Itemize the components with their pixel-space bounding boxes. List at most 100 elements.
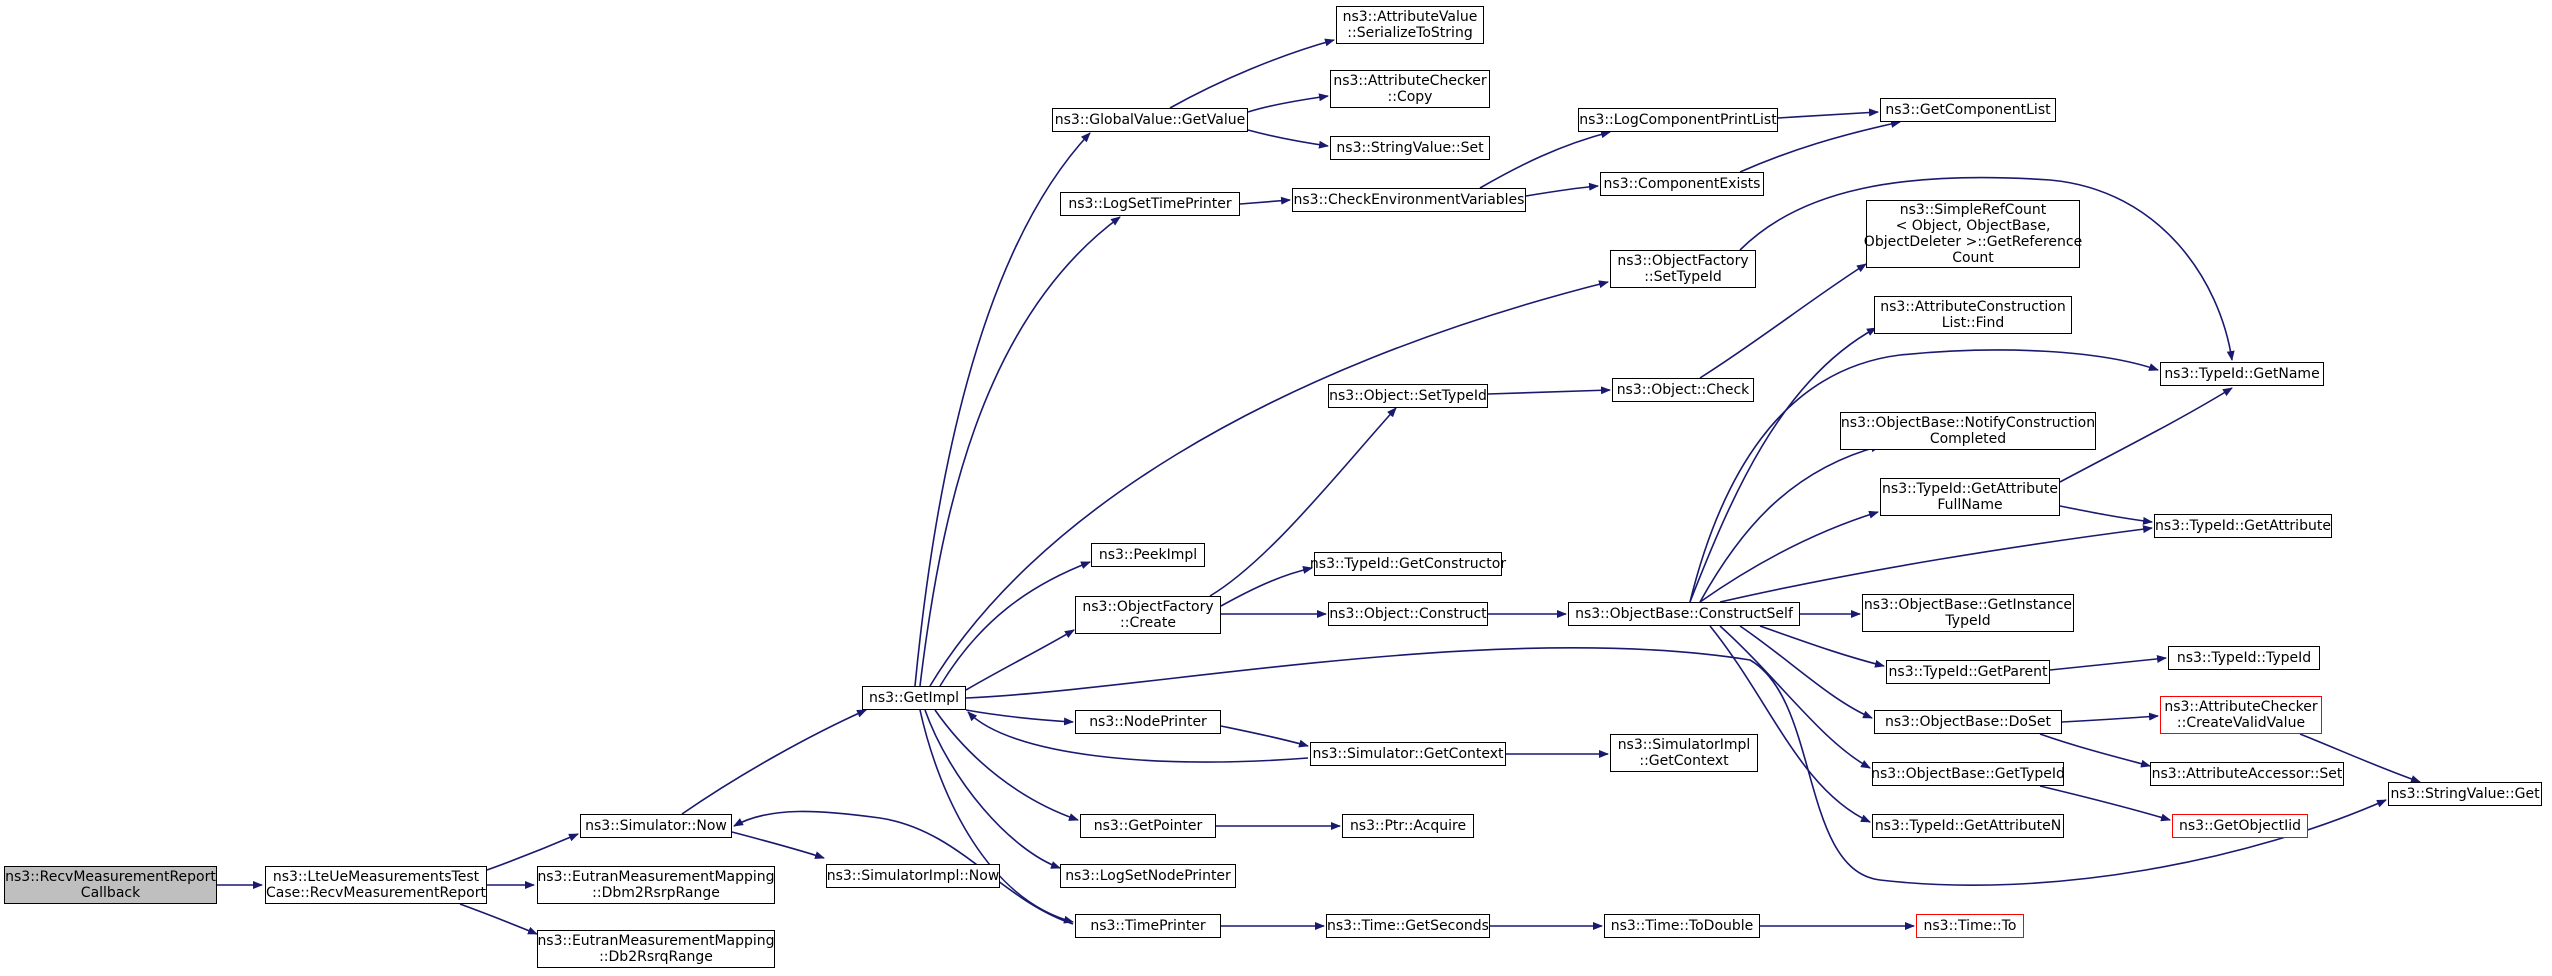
node-objBaseDoSet[interactable]: ns3::ObjectBase::DoSet [1874, 710, 2062, 734]
node-label-line: ns3::ObjectFactory [1617, 253, 1749, 269]
node-label-line: ns3::GlobalValue::GetValue [1054, 112, 1246, 128]
node-label-line: ::Copy [1387, 89, 1433, 105]
node-db2rsrq[interactable]: ns3::EutranMeasurementMapping::Db2RsrqRa… [537, 930, 775, 968]
edge-getImpl-to-globalGetValue [914, 132, 1091, 687]
node-typeIdGetParent[interactable]: ns3::TypeId::GetParent [1886, 660, 2050, 684]
node-timeToDouble[interactable]: ns3::Time::ToDouble [1604, 914, 1760, 938]
node-attrCheckerCreateValid[interactable]: ns3::AttributeChecker::CreateValidValue [2160, 696, 2322, 734]
node-label-line: ::Db2RsrqRange [599, 949, 713, 965]
edge-objBaseConstructSelf-to-objBaseDoSet [1739, 625, 1873, 719]
edge-getImpl-to-getPointer [934, 709, 1079, 821]
node-stringValueSet[interactable]: ns3::StringValue::Set [1330, 136, 1490, 160]
edge-checkEnvVars-to-componentExists [1525, 182, 1599, 197]
node-label-line: ns3::TypeId::GetAttributeN [1874, 818, 2062, 834]
node-getComponentList[interactable]: ns3::GetComponentList [1880, 98, 2056, 122]
node-simGetContext[interactable]: ns3::Simulator::GetContext [1310, 742, 1506, 766]
node-objFactoryCreate[interactable]: ns3::ObjectFactory::Create [1075, 596, 1221, 634]
node-label-line: ns3::LteUeMeasurementsTest [272, 869, 480, 885]
node-stringValueGet[interactable]: ns3::StringValue::Get [2388, 782, 2542, 806]
edge-getImpl-to-peekImpl [939, 561, 1091, 687]
edge-objSetTypeId-to-objCheck [1487, 386, 1611, 395]
node-objBaseConstructSelf[interactable]: ns3::ObjectBase::ConstructSelf [1568, 602, 1800, 626]
node-simImplGetContext[interactable]: ns3::SimulatorImpl::GetContext [1610, 734, 1758, 772]
edge-objCheck-to-simpleRefCount [1699, 263, 1867, 379]
node-label-line: ns3::ObjectBase::GetTypeId [1871, 766, 2065, 782]
edge-simNow-to-getImpl [681, 709, 867, 815]
edge-objBaseConstructSelf-to-attrConstructionFind [1689, 327, 1877, 603]
node-label-line: ns3::TypeId::GetParent [1888, 664, 2048, 680]
node-simImplNow[interactable]: ns3::SimulatorImpl::Now [826, 864, 1000, 888]
node-label-line: ::GetContext [1639, 753, 1729, 769]
node-typeIdGetName[interactable]: ns3::TypeId::GetName [2160, 362, 2324, 386]
node-objFactorySetTypeId[interactable]: ns3::ObjectFactory::SetTypeId [1610, 250, 1756, 288]
edge-getImpl-to-logSetNodePrinter [924, 709, 1061, 869]
node-ptrAcquire[interactable]: ns3::Ptr::Acquire [1342, 814, 1474, 838]
node-typeIdTypeId[interactable]: ns3::TypeId::TypeId [2168, 646, 2320, 670]
node-dbm2rsrp[interactable]: ns3::EutranMeasurementMapping::Dbm2RsrpR… [537, 866, 775, 904]
node-logSetNodePrinter[interactable]: ns3::LogSetNodePrinter [1060, 864, 1236, 888]
edge-lteRecv-to-simNow [486, 833, 579, 871]
node-typeIdGetAttributeN[interactable]: ns3::TypeId::GetAttributeN [1872, 814, 2064, 838]
node-label-line: ns3::Time::GetSeconds [1327, 918, 1489, 934]
node-typeIdGetAttribute[interactable]: ns3::TypeId::GetAttribute [2154, 514, 2332, 538]
node-logComponentPrintList[interactable]: ns3::LogComponentPrintList [1578, 108, 1778, 132]
node-peekImpl[interactable]: ns3::PeekImpl [1091, 543, 1205, 567]
node-label-line: ns3::ComponentExists [1603, 176, 1761, 192]
edge-checkEnvVars-to-logComponentPrintList [1479, 130, 1611, 189]
node-getObjectIid[interactable]: ns3::GetObjectIid [2172, 814, 2308, 838]
node-label-line: ns3::SimulatorImpl [1617, 737, 1751, 753]
node-attrValueSerialize[interactable]: ns3::AttributeValue::SerializeToString [1336, 6, 1484, 44]
node-timeTo[interactable]: ns3::Time::To [1916, 914, 2024, 938]
node-attrAccessorSet[interactable]: ns3::AttributeAccessor::Set [2150, 762, 2344, 786]
edge-attrCheckerCreateValid-to-stringValueGet [2299, 733, 2421, 783]
node-simNow[interactable]: ns3::Simulator::Now [580, 814, 732, 838]
node-label-line: ns3::Object::Construct [1329, 606, 1487, 622]
node-componentExists[interactable]: ns3::ComponentExists [1600, 172, 1764, 196]
node-label-line: < Object, ObjectBase, [1895, 218, 2051, 234]
node-timeGetSeconds[interactable]: ns3::Time::GetSeconds [1326, 914, 1490, 938]
node-label-line: TypeId [1945, 613, 1991, 629]
edge-getImpl-to-logSetTimePrinter [919, 216, 1121, 687]
node-label-line: ns3::AttributeChecker [1333, 73, 1487, 89]
node-getPointer[interactable]: ns3::GetPointer [1080, 814, 1216, 838]
node-label-line: ns3::ObjectBase::DoSet [1885, 714, 2051, 730]
node-nodePrinter[interactable]: ns3::NodePrinter [1075, 710, 1221, 734]
node-label-line: ns3::RecvMeasurementReport [5, 869, 216, 885]
node-label-line: ns3::ObjectFactory [1082, 599, 1214, 615]
node-checkEnvVars[interactable]: ns3::CheckEnvironmentVariables [1292, 188, 1526, 212]
node-label-line: ns3::GetPointer [1093, 818, 1203, 834]
node-timePrinter[interactable]: ns3::TimePrinter [1075, 914, 1221, 938]
edge-simNow-to-timePrinter [733, 810, 1074, 925]
node-logSetTimePrinter[interactable]: ns3::LogSetTimePrinter [1060, 192, 1240, 216]
edge-typeIdGetParent-to-typeIdTypeId [2049, 655, 2167, 671]
edge-componentExists-to-getComponentList [1739, 119, 1901, 173]
node-objSetTypeId[interactable]: ns3::Object::SetTypeId [1328, 384, 1488, 408]
node-objCheck[interactable]: ns3::Object::Check [1612, 378, 1754, 402]
edge-objBaseConstructSelf-to-typeIdGetParent [1759, 625, 1885, 668]
node-label-line: ns3::TypeId::GetName [2164, 366, 2320, 382]
node-objBaseGetTypeId[interactable]: ns3::ObjectBase::GetTypeId [1871, 762, 2065, 786]
node-label-line: ns3::LogSetNodePrinter [1065, 868, 1231, 884]
edge-simNow-to-simImplNow [731, 831, 825, 859]
node-label-line: ::CreateValidValue [2176, 715, 2306, 731]
node-getImpl[interactable]: ns3::GetImpl [862, 686, 966, 710]
node-label-line: ns3::StringValue::Get [2390, 786, 2540, 802]
node-label-line: ns3::GetComponentList [1885, 102, 2051, 118]
node-simpleRefCount[interactable]: ns3::SimpleRefCount< Object, ObjectBase,… [1864, 200, 2082, 268]
node-label-line: ::Create [1120, 615, 1176, 631]
node-globalGetValue[interactable]: ns3::GlobalValue::GetValue [1052, 108, 1248, 132]
node-label-line: ns3::CheckEnvironmentVariables [1293, 192, 1525, 208]
edge-getImpl-to-objFactorySetTypeId [929, 280, 1609, 687]
node-attrCheckerCopy[interactable]: ns3::AttributeChecker::Copy [1330, 70, 1490, 108]
node-typeIdGetConstructor[interactable]: ns3::TypeId::GetConstructor [1310, 552, 1506, 576]
node-label-line: ns3::TypeId::GetAttribute [1882, 481, 2058, 497]
node-objConstruct[interactable]: ns3::Object::Construct [1328, 602, 1488, 626]
node-label-line: ns3::GetImpl [868, 690, 959, 706]
node-label-line: ns3::AttributeAccessor::Set [2151, 766, 2343, 782]
edge-objBaseConstructSelf-to-notifyConstruction [1699, 444, 1881, 603]
